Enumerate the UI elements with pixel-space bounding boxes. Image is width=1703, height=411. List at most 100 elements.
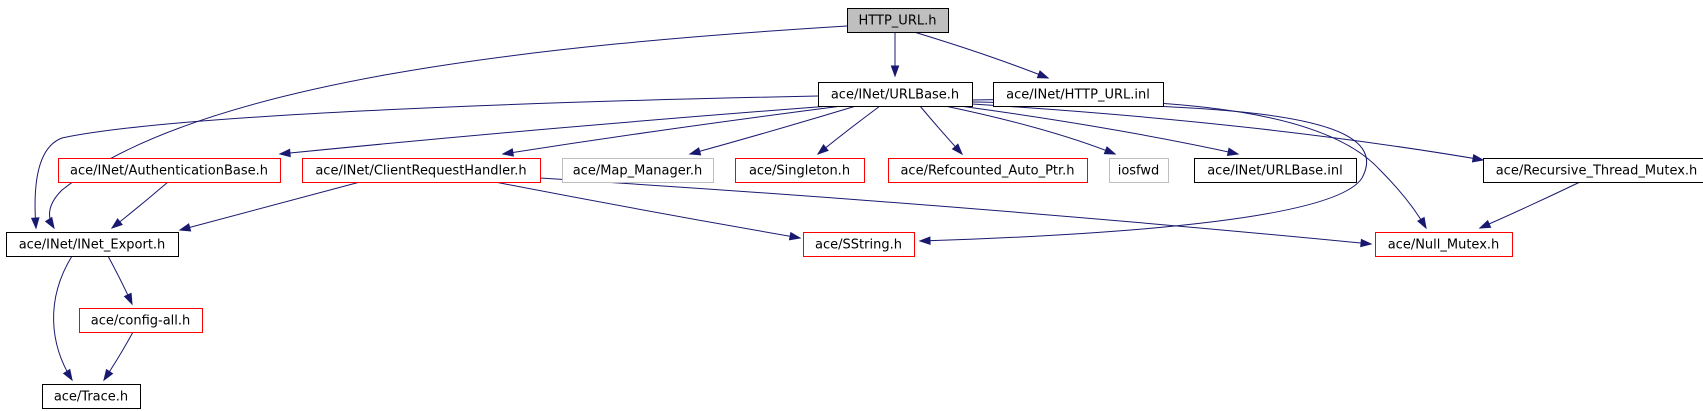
- node-label: HTTP_URL.h: [859, 14, 937, 29]
- arrow-head-icon: [951, 143, 964, 156]
- node-http_url_h: HTTP_URL.h: [847, 8, 949, 33]
- node-label: ace/Null_Mutex.h: [1388, 238, 1500, 253]
- node-label: ace/Recursive_Thread_Mutex.h: [1496, 164, 1698, 179]
- edge-http_url_h-to-urlbase_h: [890, 32, 900, 78]
- node-authbase_h[interactable]: ace/INet/AuthenticationBase.h: [58, 158, 281, 183]
- edge-line: [49, 25, 848, 229]
- arrow-head-icon: [62, 368, 73, 382]
- arrow-head-icon: [30, 217, 40, 230]
- arrow-head-icon: [1478, 219, 1492, 229]
- node-label: ace/Refcounted_Auto_Ptr.h: [900, 164, 1074, 179]
- arrow-head-icon: [1417, 216, 1427, 230]
- arrow-head-icon: [103, 368, 114, 382]
- node-urlbase_inl[interactable]: ace/INet/URLBase.inl: [1194, 158, 1357, 183]
- node-label: ace/config-all.h: [91, 314, 191, 329]
- edge-line: [494, 181, 801, 239]
- arrow-head-icon: [178, 223, 192, 232]
- node-box: [58, 158, 281, 183]
- node-label: ace/INet/INet_Export.h: [19, 238, 166, 253]
- edge-line: [179, 181, 361, 231]
- edges-layer: [30, 25, 1581, 382]
- edge-urlbase_h-to-sstring_h: [918, 101, 1368, 245]
- edge-authbase_h-to-inet_export_h: [110, 181, 169, 229]
- nodes-layer: HTTP_URL.h ace/INet/URLBase.h ace/INet/HTT…: [6, 8, 1703, 409]
- node-box: [1109, 158, 1169, 183]
- arrow-head-icon: [110, 218, 123, 229]
- node-label: ace/SString.h: [815, 238, 902, 253]
- arrow-head-icon: [1226, 147, 1240, 156]
- edge-urlbase_h-to-singleton_h: [816, 105, 881, 155]
- edge-urlbase_h-to-refcounted_h: [919, 105, 964, 156]
- edge-line: [817, 105, 881, 155]
- arrow-head-icon: [501, 148, 515, 157]
- node-map_manager_h[interactable]: ace/Map_Manager.h: [562, 158, 714, 183]
- edge-http_url_h-to-http_url_inl: [913, 31, 1050, 79]
- node-box: [562, 158, 714, 183]
- node-label: ace/Map_Manager.h: [573, 164, 703, 179]
- node-config_all_h[interactable]: ace/config-all.h: [79, 308, 203, 333]
- node-refcounted_h[interactable]: ace/Refcounted_Auto_Ptr.h: [888, 158, 1088, 183]
- arrow-head-icon: [816, 144, 829, 155]
- node-box: [6, 232, 179, 257]
- edge-urlbase_h-to-authbase_h: [278, 105, 831, 158]
- arrow-head-icon: [788, 231, 802, 241]
- arrow-head-icon: [44, 216, 55, 230]
- edge-line: [944, 105, 1116, 155]
- node-box: [735, 158, 865, 183]
- node-box: [42, 384, 141, 409]
- node-label: ace/INet/URLBase.inl: [1207, 164, 1343, 179]
- arrow-head-icon: [688, 147, 702, 156]
- node-box: [818, 82, 973, 107]
- node-label: ace/INet/HTTP_URL.inl: [1006, 88, 1150, 103]
- edge-urlbase_h-to-iosfwd: [944, 105, 1117, 155]
- node-label: ace/INet/AuthenticationBase.h: [70, 164, 268, 179]
- node-box: [993, 82, 1164, 107]
- arrow-head-icon: [890, 65, 900, 78]
- arrow-head-icon: [1103, 146, 1117, 155]
- edge-inet_export_h-to-trace_h: [53, 255, 73, 382]
- edge-clientreq_h-to-null_mutex_h: [539, 177, 1373, 248]
- node-singleton_h[interactable]: ace/Singleton.h: [735, 158, 865, 183]
- edge-urlbase_h-to-urlbase_inl: [959, 105, 1240, 156]
- edge-inet_export_h-to-config_all_h: [107, 255, 133, 306]
- node-box: [888, 158, 1088, 183]
- edge-urlbase_h-to-clientreq_h: [501, 105, 843, 157]
- node-clientreq_h[interactable]: ace/INet/ClientRequestHandler.h: [302, 158, 541, 183]
- edge-urlbase_h-to-map_manager_h: [688, 105, 857, 156]
- node-inet_export_h[interactable]: ace/INet/INet_Export.h: [6, 232, 179, 257]
- edge-line: [689, 105, 857, 155]
- edge-line: [279, 105, 831, 155]
- edge-config_all_h-to-trace_h: [103, 331, 134, 382]
- edge-urlbase_h-to-recursive_mutex_h: [971, 103, 1485, 163]
- node-box: [1483, 158, 1703, 183]
- node-http_url_inl[interactable]: ace/INet/HTTP_URL.inl: [993, 82, 1164, 107]
- edge-line: [971, 103, 1484, 161]
- node-recursive_mutex_h[interactable]: ace/Recursive_Thread_Mutex.h: [1483, 158, 1703, 183]
- node-box: [803, 232, 915, 257]
- node-null_mutex_h[interactable]: ace/Null_Mutex.h: [1375, 232, 1513, 257]
- edge-line: [111, 181, 169, 229]
- edge-line: [913, 31, 1049, 79]
- node-urlbase_h[interactable]: ace/INet/URLBase.h: [818, 82, 973, 107]
- node-box: [847, 8, 949, 33]
- node-trace_h[interactable]: ace/Trace.h: [42, 384, 141, 409]
- arrow-head-icon: [1360, 238, 1373, 248]
- edge-line: [919, 101, 1368, 242]
- edge-line: [959, 105, 1239, 155]
- node-label: ace/INet/ClientRequestHandler.h: [315, 164, 526, 179]
- edge-clientreq_h-to-sstring_h: [494, 181, 802, 241]
- edge-recursive_mutex_h-to-null_mutex_h: [1478, 181, 1581, 229]
- node-sstring_h[interactable]: ace/SString.h: [803, 232, 915, 257]
- edge-urlbase_h-to-inet_export_h: [30, 95, 819, 230]
- node-label: ace/Singleton.h: [749, 164, 850, 179]
- node-box: [79, 308, 203, 333]
- node-iosfwd[interactable]: iosfwd: [1109, 158, 1169, 183]
- arrow-head-icon: [1036, 70, 1050, 79]
- node-box: [1194, 158, 1357, 183]
- edge-http_url_h-to-inet_export_h: [44, 25, 848, 230]
- arrow-head-icon: [123, 292, 133, 306]
- arrow-head-icon: [278, 148, 291, 158]
- edge-line: [53, 255, 73, 381]
- node-box: [1375, 232, 1513, 257]
- node-label: ace/Trace.h: [54, 390, 128, 405]
